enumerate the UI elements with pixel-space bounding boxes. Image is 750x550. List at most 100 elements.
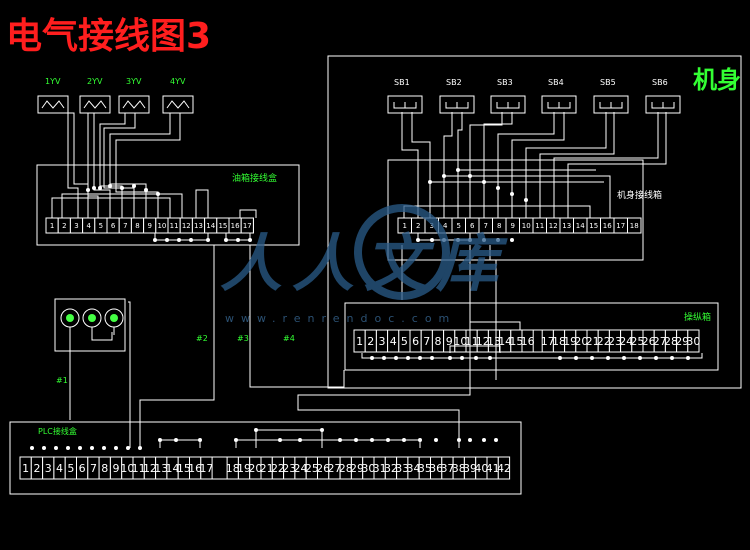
terminal-label: 7 [123,222,127,230]
terminal-label: 16 [603,222,612,230]
terminal-label: 25 [630,335,644,348]
terminal-label: 12 [549,222,558,230]
terminal-label: 39 [463,462,477,475]
terminal-label: 16 [231,222,240,230]
body-box-label: 机身接线箱 [617,189,662,201]
terminal [240,217,254,234]
terminal-label: 32 [384,462,398,475]
terminal-label: 11 [535,222,544,230]
terminal-label: 3 [45,462,52,475]
terminal-label: 2 [367,335,374,348]
terminal-label: 9 [113,462,120,475]
switch-label: SB4 [548,78,564,87]
terminal-label: 1 [50,222,54,230]
terminal-label: 17 [199,462,213,475]
valve-3: 3YV [118,77,150,114]
terminal-label: 36 [429,462,443,475]
terminal [200,456,213,480]
terminal-label: 28 [339,462,353,475]
terminal-label: 14 [498,335,512,348]
terminal-label: 16 [521,335,535,348]
terminal-label: 6 [111,222,116,230]
switch-label: SB5 [600,78,616,87]
terminal-label: 11 [170,222,179,230]
watermark: 人人文库 www.renrendoc.com [220,204,498,325]
terminal-label: 41 [486,462,500,475]
terminal-label: 4 [56,462,63,475]
terminal-label: 8 [135,222,139,230]
terminal-label: 16 [188,462,202,475]
terminal [627,217,642,234]
terminal-label: 23 [282,462,296,475]
terminal-label: 10 [120,462,134,475]
valve-label: 1YV [45,77,61,86]
terminal-label: 15 [509,335,523,348]
terminal-label: 4 [86,222,91,230]
oil-box-label: 油箱接线盒 [232,172,277,184]
terminal-label: 1 [356,335,363,348]
terminal-label: 6 [412,335,419,348]
terminal-label: 13 [562,222,571,230]
terminal-label: 42 [497,462,511,475]
terminal-label: 7 [484,222,488,230]
terminal-label: 24 [294,462,308,475]
terminal-label: 7 [90,462,97,475]
cable-label-4: #4 [283,334,295,343]
switch-sb5: SB5 [593,78,629,114]
terminal-label: 8 [101,462,108,475]
valve-label: 4YV [170,77,186,86]
cable-label-2: #2 [196,334,208,343]
switch-sb3: SB3 [490,78,526,114]
control-box-label: 操纵箱 [684,311,711,323]
terminal-label: 21 [260,462,274,475]
terminal-label: 21 [586,335,600,348]
terminal-label: 38 [452,462,466,475]
terminal-label: 10 [157,222,166,230]
terminal-label: 15 [177,462,191,475]
terminal-label: 29 [350,462,364,475]
terminal-label: 13 [194,222,203,230]
switch-label: SB3 [497,78,513,87]
terminal-label: 35 [418,462,432,475]
terminal-label: 33 [395,462,409,475]
terminal-label: 27 [653,335,667,348]
terminal-label: 18 [226,462,240,475]
page-title: 电气接线图3 [6,16,211,57]
terminal-label: 4 [443,222,448,230]
terminal-label: 22 [271,462,285,475]
watermark-logo-ring [354,204,450,300]
terminal [521,329,534,353]
wire-network [51,112,703,448]
terminal-label: 22 [597,335,611,348]
terminal-label: 34 [407,462,421,475]
machine-body-outline [327,55,742,389]
terminal-label: 40 [474,462,488,475]
valve-4: 4YV [162,77,194,114]
indicator-lamp-2 [82,308,102,335]
terminal-label: 5 [401,335,408,348]
terminal-label: 2 [62,222,66,230]
terminal-label: 18 [630,222,639,230]
terminal-label: 12 [143,462,157,475]
terminal-label: 13 [487,335,501,348]
terminal-label: 2 [416,222,420,230]
indicator-lamps [54,298,126,352]
terminal-label: 15 [589,222,598,230]
terminal-label: 14 [576,222,585,230]
terminal-label: 6 [470,222,475,230]
terminal-label: 9 [446,335,453,348]
terminal-label: 5 [99,222,103,230]
terminal-label: 8 [497,222,501,230]
terminal-label: 14 [166,462,180,475]
terminal-label: 15 [218,222,227,230]
terminal-label: 27 [327,462,341,475]
terminal-label: 12 [182,222,191,230]
terminal-label: 12 [476,335,490,348]
terminal-label: 1 [22,462,29,475]
terminal [497,456,511,480]
